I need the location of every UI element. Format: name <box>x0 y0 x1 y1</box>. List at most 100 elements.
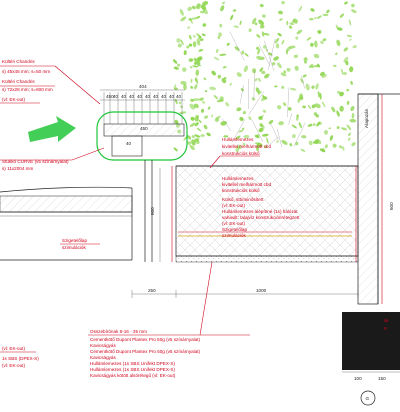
leaf <box>339 105 344 112</box>
branch <box>288 113 293 125</box>
leaf <box>305 83 310 91</box>
leaf <box>298 6 303 12</box>
leaf <box>255 87 260 94</box>
leaf <box>321 101 326 108</box>
leaf <box>346 88 350 92</box>
leaf <box>259 24 265 29</box>
vegetation-canopy <box>172 0 357 153</box>
leaf <box>351 112 355 119</box>
wall-text: Alapozás <box>364 108 369 128</box>
section-marker-label: G <box>366 396 370 401</box>
leaf <box>328 127 332 130</box>
leaf <box>310 42 314 47</box>
dim-vertical-600: 600 <box>150 207 155 215</box>
dim-top-4: 40 <box>137 94 143 99</box>
leaf <box>350 105 355 112</box>
leaf <box>300 149 306 152</box>
label-top-right-0: Hullámlemezes <box>222 137 254 142</box>
leaf <box>317 91 321 98</box>
leaf <box>195 139 200 145</box>
leaf <box>302 105 306 109</box>
leaf <box>223 76 227 80</box>
leaf <box>263 32 270 36</box>
leaf <box>219 23 223 28</box>
label-bottom-4: Kavicságyás <box>90 355 116 360</box>
leaf <box>322 13 329 17</box>
leaf <box>256 55 263 61</box>
leaf <box>191 139 196 146</box>
leaf <box>274 37 280 44</box>
leaf <box>335 52 338 56</box>
leaf <box>316 121 321 127</box>
leaf <box>194 78 197 82</box>
leaf <box>195 3 201 9</box>
section-marker[interactable]: G <box>360 390 376 406</box>
leaf <box>323 130 329 135</box>
leaf <box>278 121 284 126</box>
leaf <box>279 18 283 21</box>
leaf <box>274 85 278 88</box>
leaf <box>259 3 264 8</box>
leaf <box>258 19 264 26</box>
leaf <box>288 25 293 29</box>
dim-bench-40: 40 <box>126 141 132 146</box>
label-bottom-2: Kavicságyás <box>90 343 116 348</box>
left-ground: Szigetelőlap szimulációk <box>0 186 133 261</box>
leaf <box>172 59 178 64</box>
leaf <box>289 143 293 147</box>
label-center-6: Hullámlemezes alépítmé (1s) hálózat <box>222 209 298 214</box>
leaf <box>287 107 292 111</box>
leaf <box>206 132 211 137</box>
leaf <box>256 34 261 38</box>
leaf <box>262 133 269 137</box>
leaf <box>200 108 205 113</box>
leaf <box>312 123 316 126</box>
leaf <box>190 17 198 20</box>
leaf <box>191 135 195 139</box>
leaf <box>348 132 351 137</box>
leaf <box>190 85 194 89</box>
leaf <box>239 117 244 121</box>
label-bottom-3: Cementkötő Dupont Plantex Pro 50g (v5 sz… <box>90 349 201 354</box>
leaf <box>349 66 354 73</box>
leaf <box>351 9 357 14</box>
branch <box>251 119 263 142</box>
leaf <box>177 63 181 67</box>
leaf <box>202 0 209 6</box>
branch <box>253 69 255 100</box>
label-left-1: s) 45x45 mm; s=50 mm <box>2 69 50 74</box>
leaf <box>187 6 193 11</box>
branch <box>301 75 305 89</box>
leaf <box>195 69 200 76</box>
leaf <box>221 78 227 84</box>
leaf <box>336 110 340 117</box>
dim-vertical-right: 600 <box>389 202 394 210</box>
leaf <box>173 84 177 89</box>
leaf <box>329 135 334 141</box>
leaf <box>218 32 222 37</box>
leaf <box>194 114 199 122</box>
leaf <box>189 103 196 110</box>
leaf <box>211 70 217 76</box>
leaf <box>215 48 219 53</box>
dim-top-7: 40 <box>161 94 167 99</box>
center-annotations: Hullámlemezes kivitellel melhármott cbd … <box>222 176 300 238</box>
leaf <box>296 114 299 121</box>
leaf <box>174 99 178 104</box>
branch <box>221 118 232 132</box>
leaf <box>248 28 252 33</box>
label-center-8: (vl: EK-out) <box>222 221 245 226</box>
branch <box>264 136 279 149</box>
leaf <box>320 40 324 44</box>
leaf <box>257 48 261 55</box>
leaf <box>344 1 348 5</box>
leaf <box>351 3 355 8</box>
leaf <box>193 34 196 38</box>
label-bottom-0: Osszebírónak 8-16 · 35 mm <box>90 329 147 334</box>
top-right-annotation: Hullámlemezes kivitellel melhármott cbd … <box>209 137 271 169</box>
leaf <box>192 41 197 48</box>
label-left-0: Kültéri Chandris <box>2 59 35 64</box>
label-left-3: s) 72x28 mm; s=600 mm <box>2 87 53 92</box>
leaf <box>189 144 195 151</box>
dim-bench-450: 450 <box>140 126 148 131</box>
